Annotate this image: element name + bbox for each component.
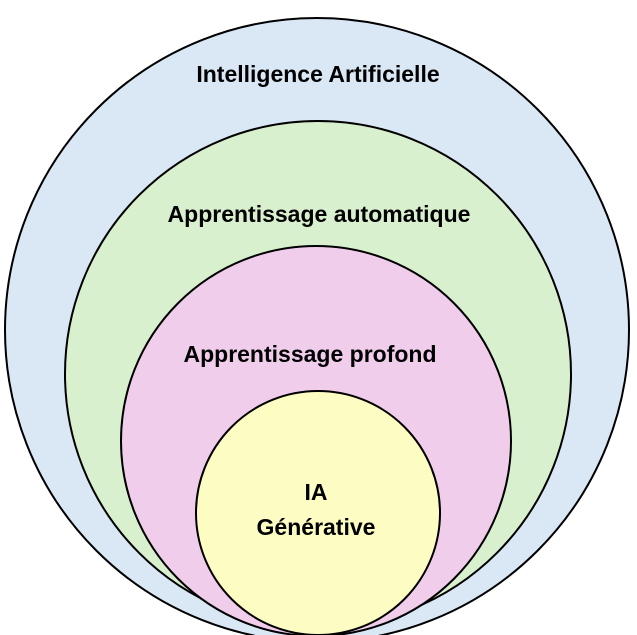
circle-ia-generative: [195, 390, 441, 635]
label-ia-generative-line2: Générative: [257, 514, 376, 540]
circle-group-genai: IA Générative: [195, 390, 441, 635]
label-intelligence-artificielle: Intelligence Artificielle: [196, 61, 439, 87]
label-apprentissage-automatique: Apprentissage automatique: [168, 201, 471, 227]
label-ia-generative-line1: IA: [305, 479, 328, 505]
label-apprentissage-profond: Apprentissage profond: [183, 341, 436, 367]
